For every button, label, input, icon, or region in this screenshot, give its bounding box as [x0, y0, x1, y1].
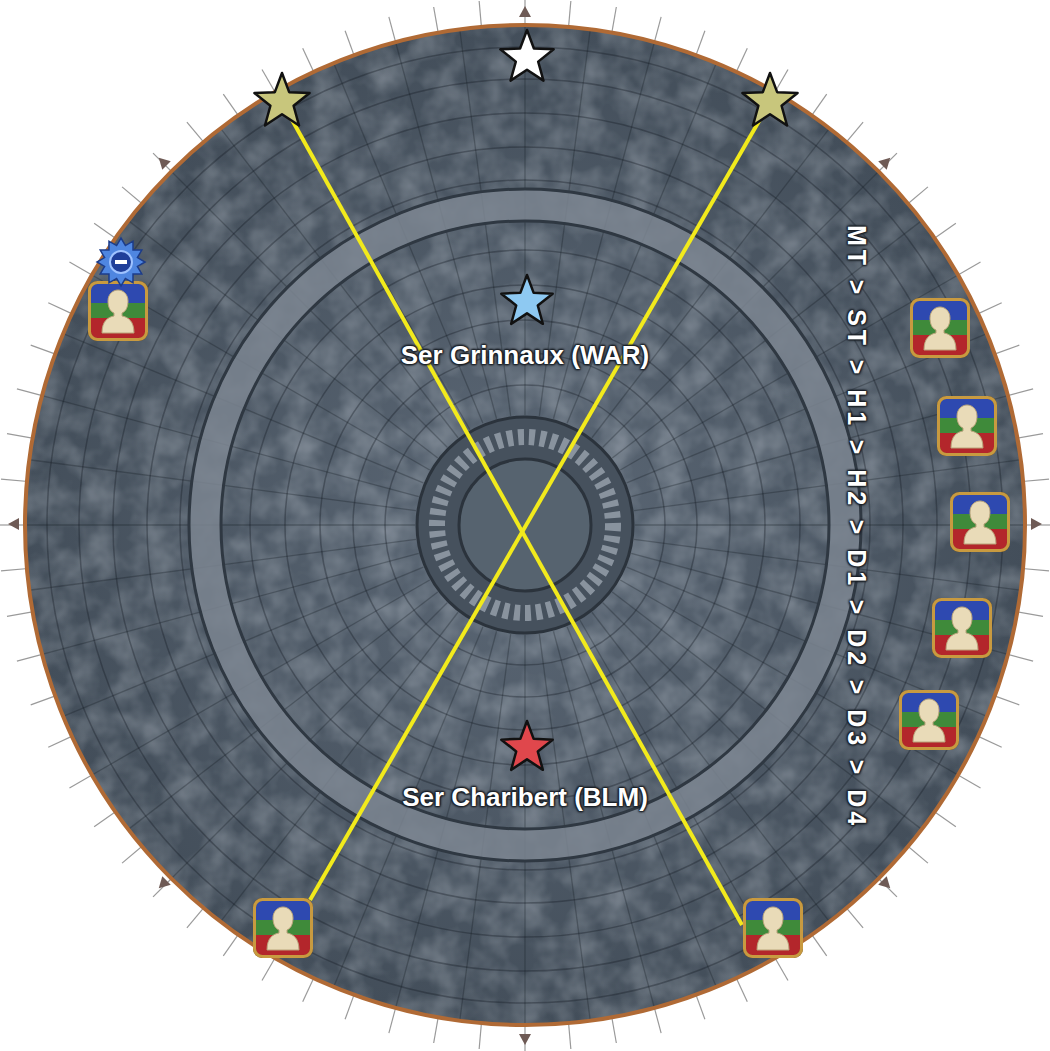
- icon-frame: [937, 396, 997, 456]
- boss-name: Ser Charibert (BLM): [402, 782, 648, 813]
- direction-marker: [8, 518, 19, 530]
- waymark-star: [500, 30, 553, 81]
- arena-floor: [25, 25, 1025, 1025]
- icon-border: [939, 398, 996, 455]
- tether-star: [742, 73, 797, 125]
- debuff-icon: [97, 238, 145, 286]
- icon-border: [952, 494, 1009, 551]
- direction-marker: [1031, 518, 1042, 530]
- tile-ring: [79, 79, 971, 971]
- debuff-core: [110, 251, 132, 273]
- direction-marker: [878, 154, 894, 170]
- icon-frame: [899, 690, 959, 750]
- icon-frame: [910, 298, 970, 358]
- tile-ring: [47, 47, 1003, 1003]
- player-silhouette: [757, 907, 789, 950]
- player-silhouette: [102, 290, 134, 333]
- player-icon: [932, 598, 992, 658]
- player-silhouette: [267, 907, 299, 950]
- tether-star: [254, 73, 309, 125]
- order-list: MT > ST > H1 > H2 > D1 > D2 > D3 > D4: [842, 225, 871, 829]
- icon-frame: [950, 492, 1010, 552]
- player-icon: [88, 281, 148, 341]
- arena-rim: [25, 25, 1025, 1025]
- icon-border: [901, 692, 958, 749]
- boss-marker: [501, 721, 552, 770]
- player-icon: [910, 298, 970, 358]
- icon-frame: [932, 598, 992, 658]
- direction-marker: [155, 876, 171, 892]
- boss-marker: [501, 275, 552, 324]
- boss-name: Ser Grinnaux (WAR): [401, 340, 649, 371]
- aoe-line: [282, 102, 742, 925]
- icon-border: [745, 900, 802, 957]
- player-silhouette: [913, 699, 945, 742]
- player-icon: [950, 492, 1010, 552]
- icon-frame: [88, 281, 148, 341]
- player-silhouette: [964, 501, 996, 544]
- player-silhouette: [951, 405, 983, 448]
- direction-marker: [519, 1034, 531, 1045]
- debuff-minus: [115, 260, 127, 264]
- player-icon: [937, 396, 997, 456]
- player-icon: [253, 898, 313, 958]
- player-icon: [743, 898, 803, 958]
- player-silhouette: [946, 607, 978, 650]
- player-icon: [899, 690, 959, 750]
- icon-border: [255, 900, 312, 957]
- icon-frame: [253, 898, 313, 958]
- icon-border: [90, 283, 147, 340]
- aoe-line: [310, 102, 770, 900]
- icon-border: [934, 600, 991, 657]
- direction-marker: [519, 6, 531, 17]
- direction-marker: [878, 876, 894, 892]
- icon-border: [912, 300, 969, 357]
- direction-marker: [155, 154, 171, 170]
- icon-frame: [743, 898, 803, 958]
- player-silhouette: [924, 307, 956, 350]
- debuff-burst: [97, 238, 145, 286]
